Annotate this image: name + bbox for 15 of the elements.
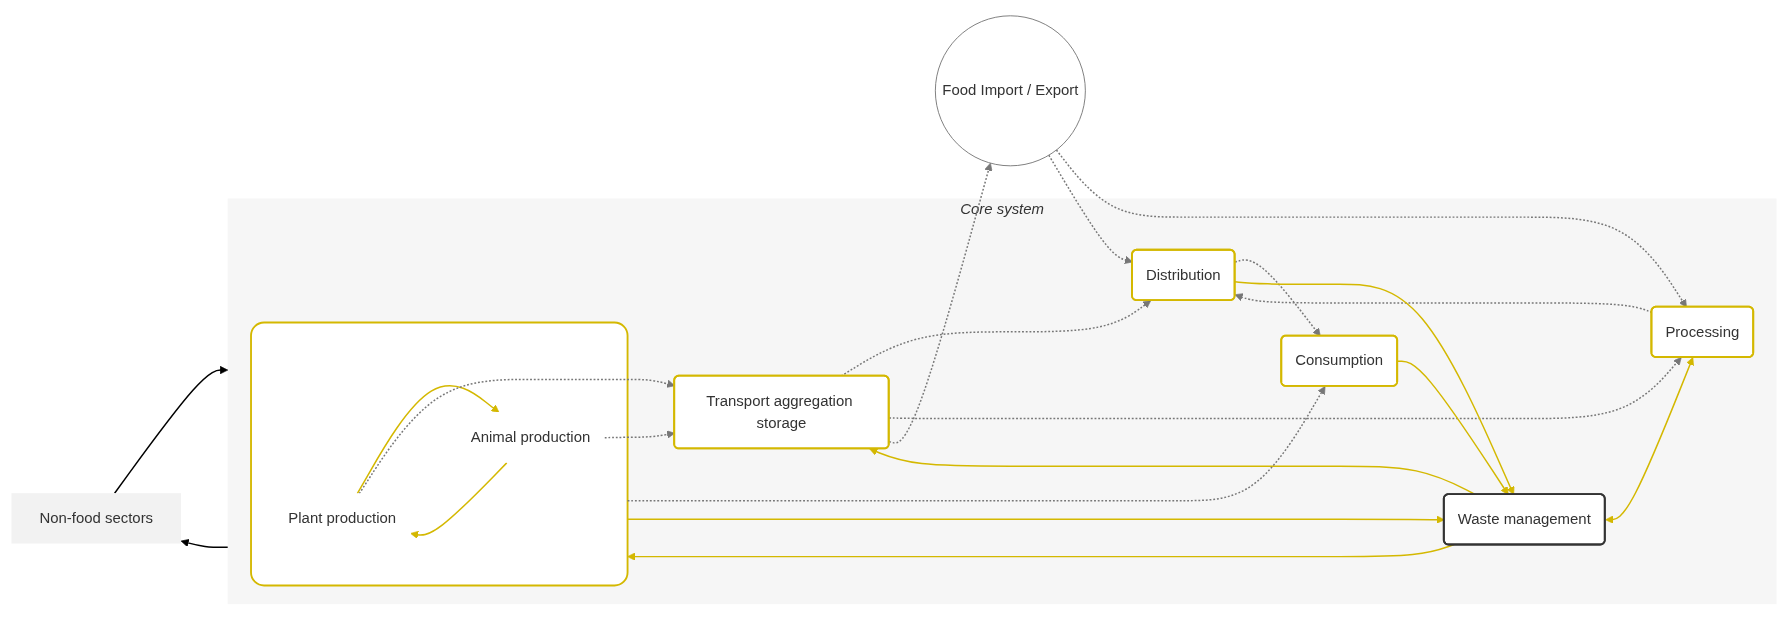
arrow xyxy=(113,366,229,494)
arrow xyxy=(180,539,229,549)
cluster xyxy=(250,321,629,587)
arrow xyxy=(888,162,993,444)
arrow xyxy=(1605,357,1694,524)
arrow xyxy=(626,386,1326,502)
arrow xyxy=(1055,149,1687,308)
node-circle: Food Import / Export xyxy=(934,15,1086,167)
arrow xyxy=(1234,281,1515,495)
node-text: Plant production xyxy=(288,509,397,526)
arrow xyxy=(410,462,508,539)
arrow xyxy=(356,385,500,495)
arrow xyxy=(627,543,1455,561)
node-box: Non-food sectors xyxy=(11,493,182,544)
node-text: Animal production xyxy=(470,428,591,445)
